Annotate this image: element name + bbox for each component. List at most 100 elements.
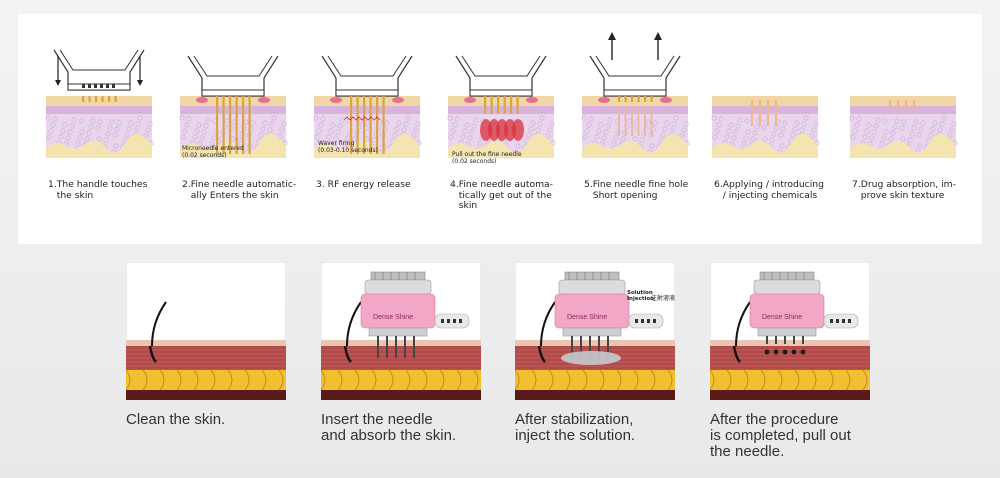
epidermis-surface (710, 340, 870, 346)
step-illustration (447, 55, 556, 158)
epidermis-layer (712, 96, 818, 106)
basal-layer (850, 106, 956, 114)
needle (404, 336, 406, 358)
needle (395, 336, 397, 358)
needle (571, 336, 573, 358)
step-caption: 7.Drug absorption, im- prove skin textur… (852, 179, 956, 201)
arrowhead-icon (608, 32, 616, 40)
fat-band (515, 370, 675, 390)
step-caption: 6.Applying / introducing / injecting che… (714, 179, 824, 201)
device-brand-label: Dense Shine (762, 314, 803, 321)
microneedle (516, 96, 519, 114)
cable-connector (823, 313, 859, 329)
basal-layer (448, 106, 554, 114)
stage-illustration (515, 262, 675, 400)
device-body (554, 293, 630, 329)
stage-illustration (321, 262, 481, 400)
timing-label: Pull out the fine needle (0.02 seconds) (452, 151, 522, 165)
stage-caption: After the procedure is completed, pull o… (710, 411, 851, 460)
contact-pad (330, 97, 342, 103)
microneedle (510, 96, 513, 114)
handpiece (321, 55, 413, 97)
hair-icon (346, 301, 362, 347)
step-1: 1.The handle touches the skin (45, 30, 164, 230)
epidermis-layer (582, 96, 688, 106)
rf-heat-zone (512, 119, 524, 141)
timing-label: Waver firing (0.03-0.10 seconds) (318, 140, 378, 154)
arrowhead-icon (654, 32, 662, 40)
handpiece (589, 55, 681, 97)
hair-root-icon (732, 345, 741, 363)
microneedle (248, 96, 251, 154)
step-illustration (45, 49, 154, 158)
device-body (749, 293, 825, 329)
needle (386, 336, 388, 358)
microneedle (101, 96, 104, 102)
contact-pad (392, 97, 404, 103)
contact-pad (196, 97, 208, 103)
fat-band (126, 370, 286, 390)
microneedle (216, 96, 219, 154)
solution-injection-label-cn: 注射溶液 (651, 295, 676, 302)
microneedle (382, 96, 385, 154)
dense-shine-device (554, 271, 664, 365)
hair-root-icon (148, 345, 157, 363)
microneedle (624, 96, 627, 102)
solution-injection-label: Solution Injection (627, 290, 655, 302)
fat-layer (582, 133, 688, 158)
needle-tip-icon (82, 84, 85, 88)
dense-shine-device (360, 271, 470, 358)
microneedle (114, 96, 117, 102)
epidermis-layer (448, 96, 554, 106)
fat-layer (180, 133, 286, 158)
microneedle (631, 96, 634, 102)
microneedle (242, 96, 245, 154)
muscle-band (321, 390, 481, 400)
device-body (360, 293, 436, 329)
fat-layer (712, 133, 818, 158)
contact-pad (258, 97, 270, 103)
microneedle (618, 96, 621, 102)
basal-layer (582, 106, 688, 114)
hair-icon (151, 301, 167, 347)
step-caption: 5.Fine needle fine hole Short opening (584, 179, 689, 201)
handpiece (455, 55, 547, 97)
step-7: 7.Drug absorption, im- prove skin textur… (849, 30, 968, 230)
microneedle (82, 96, 85, 102)
arrowhead-icon (137, 80, 143, 86)
needle (793, 336, 795, 344)
fat-layer (46, 133, 152, 158)
basal-layer (314, 106, 420, 114)
microneedle (108, 96, 111, 102)
needle (580, 336, 582, 358)
hair-root-icon (537, 345, 546, 363)
procedure-stage-1: Clean the skin. (126, 262, 286, 472)
microneedle (490, 96, 493, 114)
step-illustration (849, 96, 958, 158)
timing-label: Microneedle entered (0.02 seconds) (182, 145, 244, 159)
needle (607, 336, 609, 358)
step-6: 6.Applying / introducing / injecting che… (711, 30, 830, 230)
step-4: Pull out the fine needle (0.02 seconds)4… (447, 30, 566, 230)
cable-connector (434, 313, 470, 329)
step-2: Microneedle entered (0.02 seconds)2.Fine… (179, 30, 298, 230)
muscle-band (126, 390, 286, 400)
step-illustration (711, 96, 820, 158)
epidermis-surface (515, 340, 675, 346)
step-caption: 1.The handle touches the skin (48, 179, 148, 201)
microneedle (222, 96, 225, 154)
fat-layer (448, 133, 554, 158)
step-5: 5.Fine needle fine hole Short opening (581, 30, 700, 230)
handpiece (187, 55, 279, 97)
hair-icon (540, 301, 556, 347)
microneedle (369, 96, 372, 154)
microneedle (95, 96, 98, 102)
hair-icon (735, 301, 751, 347)
needle-tip-icon (100, 84, 103, 88)
device-brand-label: Dense Shine (567, 314, 608, 321)
needle (413, 336, 415, 358)
muscle-band (515, 390, 675, 400)
